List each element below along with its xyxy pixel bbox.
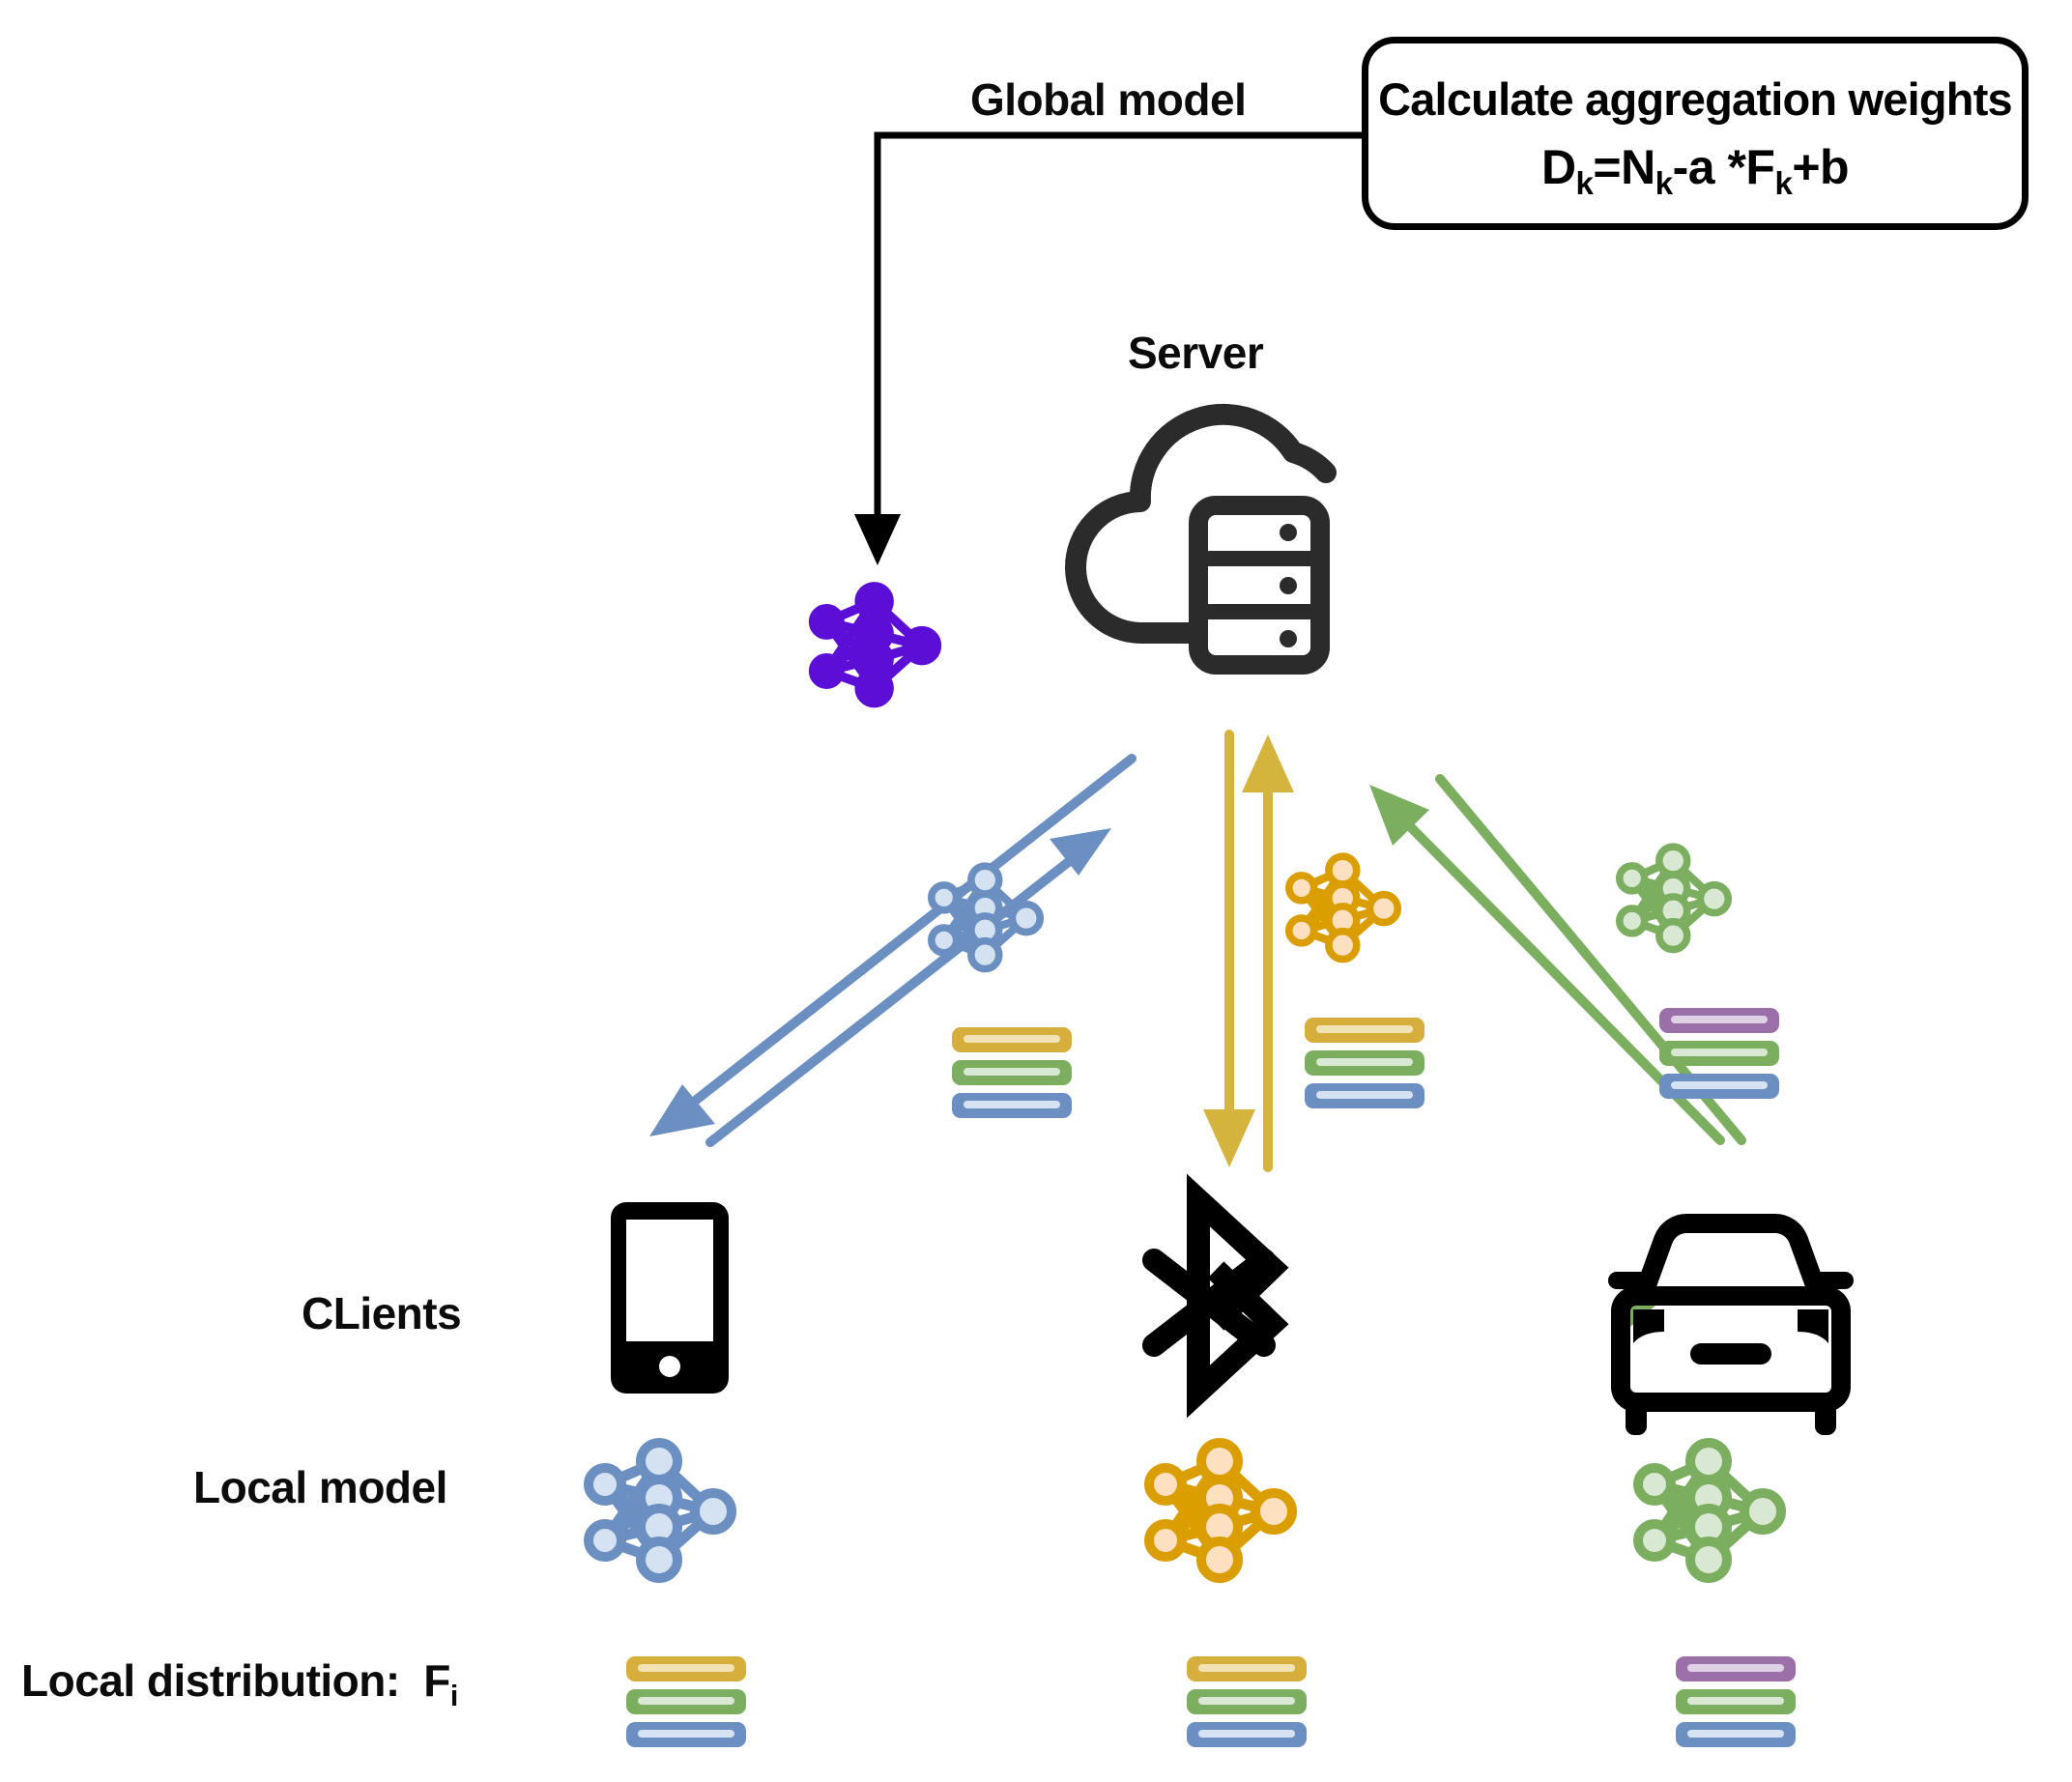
client-2-upper-neural-network-icon	[1285, 852, 1402, 963]
client-2-local-model-icon	[1144, 1438, 1297, 1583]
client-2-arrow-up-to-server	[1242, 734, 1294, 1172]
formula-n: N	[1621, 139, 1655, 194]
client-1-upper-distribution-bars	[952, 1027, 1072, 1118]
aggregation-formula: Dk=Nk-a *Fk+b	[1540, 139, 1850, 199]
local-model-row-label: Local model	[193, 1462, 447, 1512]
client-2-local-distribution-bars	[1187, 1656, 1307, 1747]
clients-row-label: CLients	[302, 1288, 462, 1338]
client-3-upper-neural-network-icon	[1616, 843, 1733, 954]
formula-star-f: *F	[1727, 139, 1775, 194]
local-distribution-symbol-subscript: i	[449, 1681, 458, 1713]
global-model-connector-arrow	[854, 131, 1362, 565]
global-model-neural-network-icon	[808, 582, 942, 708]
aggregation-weights-box: Calculate aggregation weights Dk=Nk-a *F…	[1362, 37, 2029, 230]
aggregation-box-title: Calculate aggregation weights	[1378, 72, 2013, 125]
client-3-local-distribution-bars	[1676, 1656, 1796, 1747]
cloud-server-icon	[1065, 403, 1337, 675]
formula-equals: =	[1593, 139, 1622, 194]
client-1-local-distribution-bars	[626, 1656, 746, 1747]
local-distribution-text: Local distribution:	[21, 1655, 400, 1706]
local-distribution-symbol: F	[423, 1655, 450, 1706]
global-model-label: Global model	[970, 74, 1247, 125]
client-1-upper-neural-network-icon	[928, 862, 1045, 973]
client-3-local-model-icon	[1633, 1438, 1786, 1583]
client-3-arrow-down-to-client	[1435, 774, 1746, 1336]
formula-plus-b: +b	[1792, 139, 1850, 194]
client-3-arrow-up-to-server	[1369, 785, 1725, 1145]
local-distribution-row-label: Local distribution: Fi	[21, 1654, 458, 1711]
client-1-local-model-icon	[584, 1438, 736, 1583]
formula-d: D	[1540, 139, 1576, 194]
client-1-arrow-down-to-client	[649, 754, 1137, 1136]
bluetooth-icon	[1142, 1173, 1289, 1419]
car-icon	[1608, 1214, 1854, 1435]
client-2-upper-distribution-bars	[1305, 1018, 1424, 1108]
formula-n-subscript: k	[1655, 164, 1673, 201]
client-1-arrow-up-to-server	[705, 828, 1111, 1147]
client-2-arrow-down-to-client	[1203, 730, 1255, 1167]
formula-f-subscript: k	[1774, 164, 1793, 201]
server-label: Server	[1128, 328, 1264, 378]
formula-minus-a: -a	[1672, 139, 1715, 194]
client-3-upper-distribution-bars	[1659, 1008, 1779, 1099]
formula-d-subscript: k	[1575, 164, 1594, 201]
smartphone-icon	[611, 1202, 729, 1394]
